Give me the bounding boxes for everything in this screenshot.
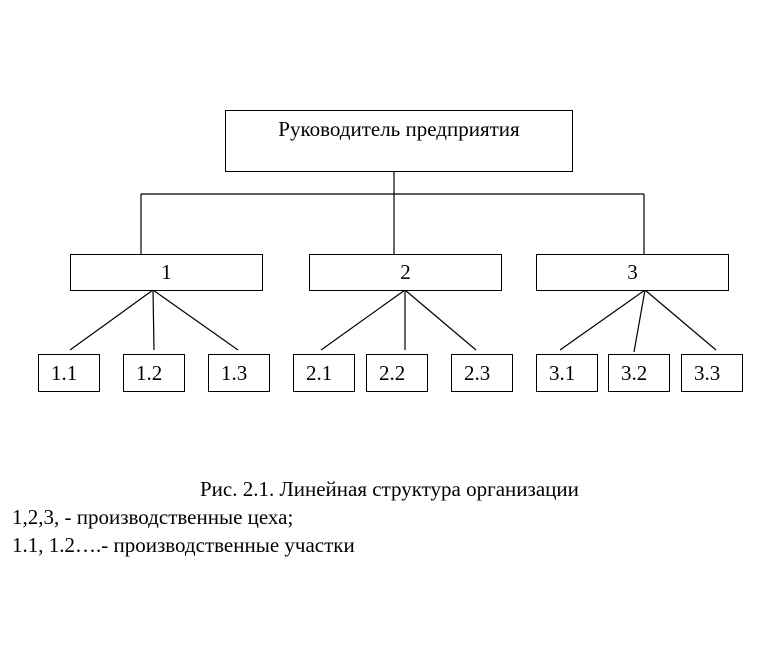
node-section-2-1: 2.1	[293, 354, 355, 392]
edge-2-to-2-1	[320, 289, 406, 351]
node-section-3-2-label: 3.2	[621, 360, 648, 385]
node-department-3-label: 3	[627, 260, 638, 284]
edge-3-to-3-2	[633, 289, 646, 353]
node-section-3-1-label: 3.1	[549, 360, 576, 385]
node-section-2-1-label: 2.1	[306, 360, 333, 385]
node-department-2: 2	[309, 254, 502, 291]
edge-2-to-2-3	[404, 289, 477, 351]
dept-3-connectors	[559, 289, 717, 353]
node-section-1-3-label: 1.3	[221, 360, 248, 385]
edge-1-to-1-3	[152, 289, 239, 351]
node-section-2-2-label: 2.2	[379, 360, 406, 385]
edge-3-to-3-3	[644, 289, 717, 351]
node-enterprise-head: Руководитель предприятия	[225, 110, 573, 172]
node-section-2-3: 2.3	[451, 354, 513, 392]
node-department-3: 3	[536, 254, 729, 291]
node-section-3-3: 3.3	[681, 354, 743, 392]
legend-note-sections: 1.1, 1.2….- производственные участки	[12, 533, 355, 557]
node-department-1: 1	[70, 254, 263, 291]
node-section-1-1: 1.1	[38, 354, 100, 392]
node-section-1-2: 1.2	[123, 354, 185, 392]
node-section-3-1: 3.1	[536, 354, 598, 392]
node-department-1-label: 1	[161, 260, 172, 284]
legend-note-departments: 1,2,3, - производственные цеха;	[12, 505, 294, 529]
node-department-2-label: 2	[400, 260, 411, 284]
node-section-1-2-label: 1.2	[136, 360, 163, 385]
node-section-2-2: 2.2	[366, 354, 428, 392]
figure-caption: Рис. 2.1. Линейная структура организации	[200, 477, 579, 501]
node-section-2-3-label: 2.3	[464, 360, 491, 385]
node-section-3-3-label: 3.3	[694, 360, 721, 385]
edge-1-to-1-1	[69, 289, 154, 351]
node-section-1-1-label: 1.1	[51, 360, 78, 385]
dept-2-connectors	[320, 289, 477, 351]
node-section-3-2: 3.2	[608, 354, 670, 392]
edge-3-to-3-1	[559, 289, 646, 351]
root-connectors	[140, 171, 645, 254]
edge-1-to-1-2	[152, 289, 155, 351]
node-section-1-3: 1.3	[208, 354, 270, 392]
node-enterprise-head-label: Руководитель предприятия	[278, 117, 520, 141]
dept-1-connectors	[69, 289, 239, 351]
